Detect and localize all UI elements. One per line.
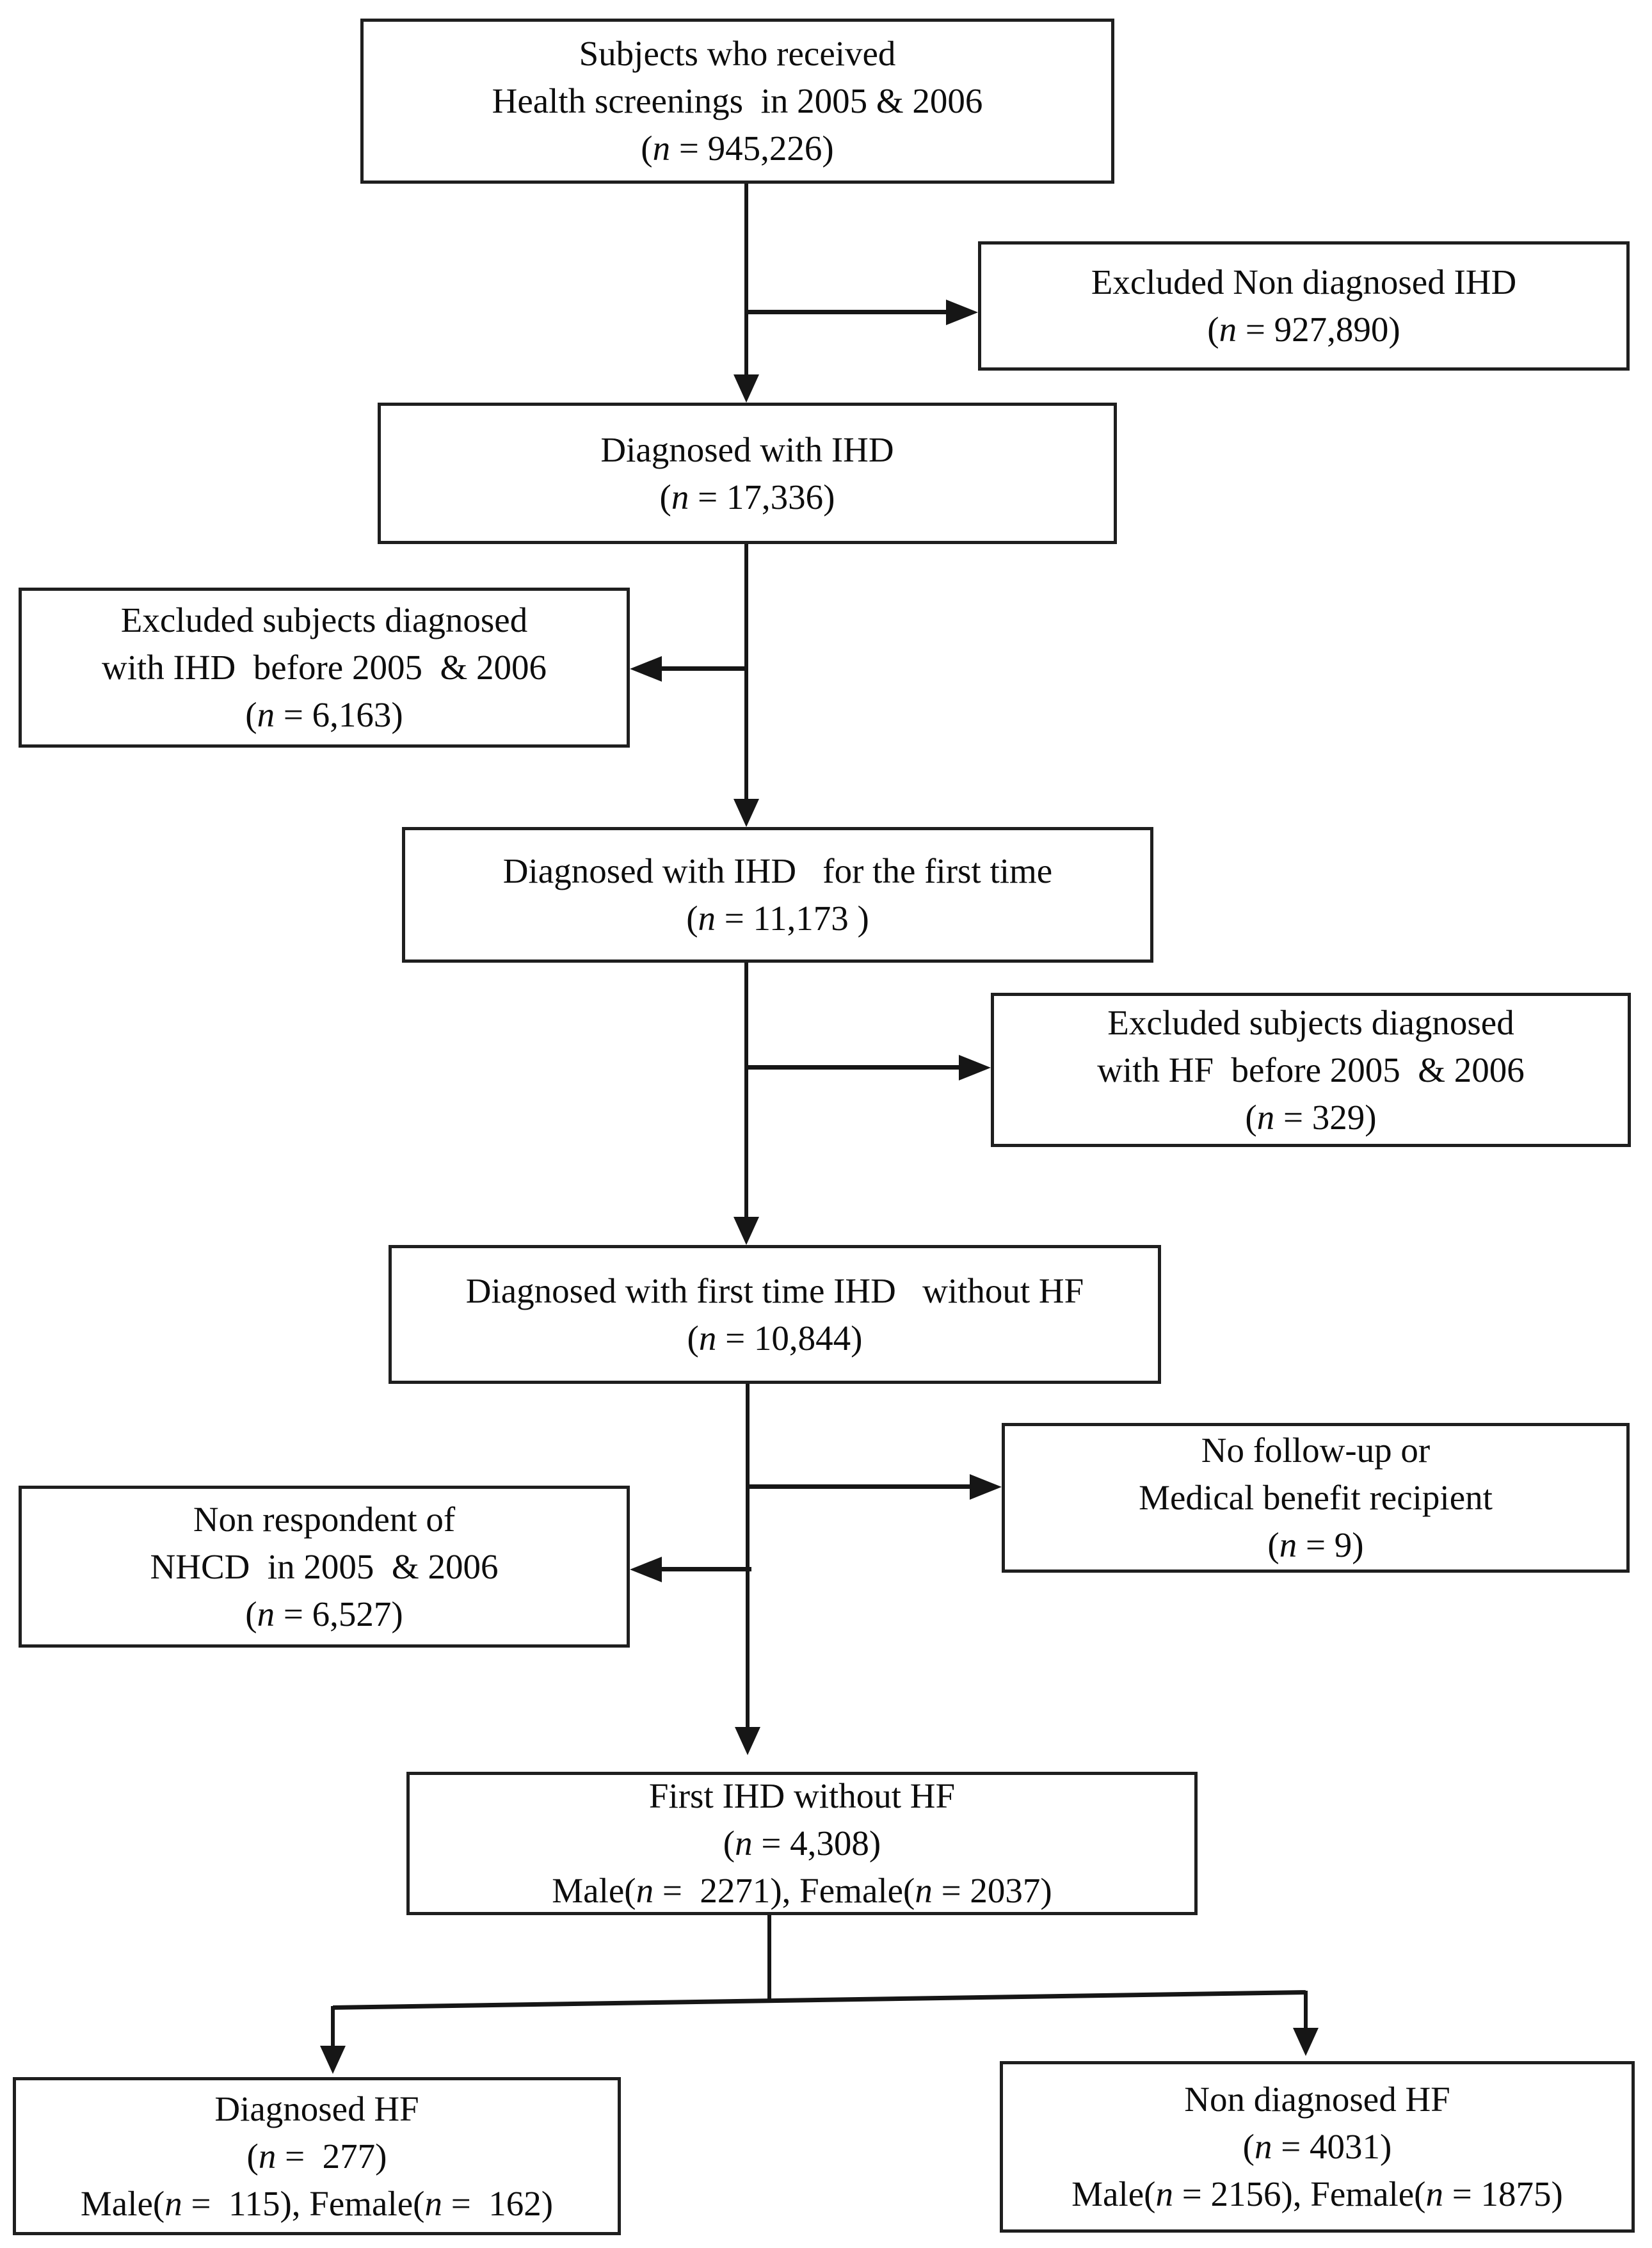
line-first-ihd-down-to-split <box>767 1915 771 2000</box>
box-diagnosed-ihd: Diagnosed with IHD (n = 17,336) <box>378 403 1117 544</box>
arrowhead-into-excluded-hf-before <box>959 1055 991 1080</box>
box-text-line: Male(n = 115), Female(n = 162) <box>80 2183 554 2223</box>
line-first-time-to-without-hf <box>744 963 748 1218</box>
box-text-line: (n = 6,527) <box>245 1594 403 1634</box>
box-text-line: Excluded subjects diagnosed <box>120 600 528 639</box>
box-text-line: Diagnosed with IHD <box>600 430 894 469</box>
box-text-line: (n = 4,308) <box>723 1824 881 1863</box>
box-diagnosed-hf: Diagnosed HF (n = 277) Male(n = 115), Fema… <box>13 2077 621 2235</box>
split-bar <box>333 1990 1306 2010</box>
arrowhead-into-non-diagnosed-hf <box>1293 2028 1319 2056</box>
line-split-to-diagnosed-hf <box>331 2006 335 2046</box>
box-text-line: Medical benefit recipient <box>1139 1478 1493 1517</box>
line-diagnosed-ihd-to-first-time <box>744 544 748 800</box>
line-to-non-respondent-nhcd <box>662 1567 751 1571</box>
box-text-line: Male(n = 2156), Female(n = 1875) <box>1071 2174 1563 2213</box>
arrowhead-into-no-follow-up <box>970 1474 1002 1500</box>
box-text-line: (n = 17,336) <box>659 477 835 517</box>
box-text-line: NHCD in 2005 & 2006 <box>150 1546 499 1586</box>
box-text-line: (n = 277) <box>246 2136 387 2176</box>
line-to-no-follow-up <box>746 1484 970 1489</box>
line-subjects-to-diagnosed-ihd <box>744 184 748 376</box>
box-text-line: (n = 945,226) <box>641 129 834 168</box>
box-text-line: Excluded subjects diagnosed <box>1107 1002 1514 1042</box>
box-text-line: Non diagnosed HF <box>1184 2080 1450 2119</box>
box-text-line: Health screenings in 2005 & 2006 <box>492 81 983 120</box>
arrowhead-into-diagnosed-ihd <box>734 374 759 403</box>
line-to-excluded-ihd-before <box>662 666 748 671</box>
box-text-line: with IHD before 2005 & 2006 <box>101 648 547 687</box>
arrowhead-into-excluded-non-diagnosed-ihd <box>946 300 978 325</box>
box-text-line: Non respondent of <box>193 1499 456 1539</box>
box-non-respondent-nhcd: Non respondent of NHCD in 2005 & 2006 (n =… <box>19 1486 630 1648</box>
arrowhead-into-diagnosed-hf <box>320 2046 346 2074</box>
arrowhead-into-diagnosed-ihd-first-time <box>734 799 759 827</box>
box-text-line: with HF before 2005 & 2006 <box>1097 1050 1525 1089</box>
box-text-line: (n = 927,890) <box>1207 310 1400 349</box>
box-text-line: Male(n = 2271), Female(n = 2037) <box>552 1871 1052 1910</box>
line-to-excluded-hf-before <box>744 1065 959 1070</box>
arrowhead-into-first-time-without-hf <box>734 1217 759 1245</box>
box-text-line: Diagnosed HF <box>214 2089 419 2128</box>
box-diagnosed-ihd-first-time: Diagnosed with IHD for the first time (n … <box>402 827 1153 963</box>
line-without-hf-to-first-ihd <box>746 1384 750 1728</box>
arrowhead-into-non-respondent-nhcd <box>630 1557 662 1582</box>
box-non-diagnosed-hf: Non diagnosed HF (n = 4031) Male(n = 2156)… <box>1000 2061 1635 2233</box>
box-text-line: (n = 10,844) <box>687 1318 863 1358</box>
box-text-line: (n = 329) <box>1245 1097 1377 1137</box>
box-excluded-ihd-before: Excluded subjects diagnosed with IHD befo… <box>19 588 630 748</box>
box-text-line: (n = 11,173 ) <box>686 899 869 938</box>
box-excluded-hf-before: Excluded subjects diagnosed with HF befor… <box>991 993 1631 1147</box>
box-text-line: (n = 4031) <box>1242 2127 1392 2166</box>
box-first-time-ihd-without-hf: Diagnosed with first time IHD without HF… <box>389 1245 1161 1384</box>
box-text-line: No follow-up or <box>1201 1431 1431 1470</box>
box-text-line: Diagnosed with first time IHD without HF <box>465 1271 1084 1310</box>
line-to-excluded-non-diagnosed-ihd <box>744 310 946 314</box>
box-no-follow-up: No follow-up or Medical benefit recipient… <box>1002 1423 1630 1573</box>
box-text-line: (n = 9) <box>1267 1525 1364 1564</box>
box-text-line: First IHD without HF <box>648 1776 956 1815</box>
arrowhead-into-first-ihd-without-hf <box>735 1727 760 1755</box>
arrowhead-into-excluded-ihd-before <box>630 656 662 682</box>
line-split-to-non-diagnosed-hf <box>1304 1991 1308 2029</box>
box-text-line: Subjects who received <box>579 34 896 73</box>
box-first-ihd-without-hf: First IHD without HF (n = 4,308) Male(n = … <box>406 1772 1198 1915</box>
box-excluded-non-diagnosed-ihd: Excluded Non diagnosed IHD (n = 927,890) <box>978 241 1630 371</box>
box-text-line: Diagnosed with IHD for the first time <box>502 851 1053 890</box>
box-text-line: (n = 6,163) <box>245 695 403 734</box>
box-text-line: Excluded Non diagnosed IHD <box>1091 262 1517 301</box>
